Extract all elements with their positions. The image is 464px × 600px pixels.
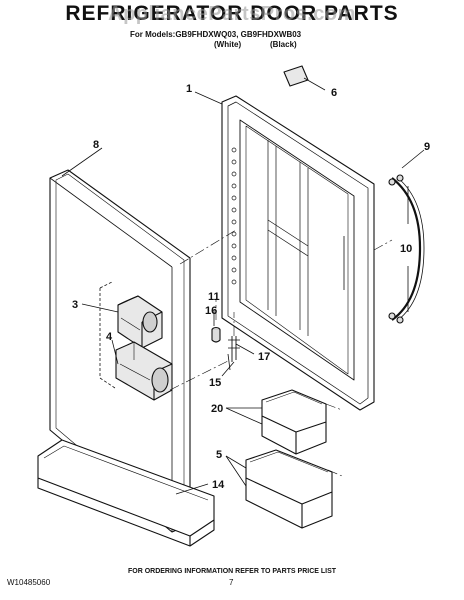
label-sticker <box>283 65 309 87</box>
callout-9: 9 <box>424 141 430 153</box>
callout-5: 5 <box>216 449 222 461</box>
callout-1: 1 <box>186 83 192 95</box>
models-line: For Models:GB9FHDXWQ03, GB9FHDXWB03 <box>130 30 302 39</box>
variant-black: (Black) <box>270 40 297 49</box>
door-handle <box>388 174 425 324</box>
callout-4: 4 <box>106 331 113 343</box>
ordering-info: FOR ORDERING INFORMATION REFER TO PARTS … <box>127 568 337 575</box>
door-liner <box>221 95 375 411</box>
callout-16: 16 <box>205 305 217 317</box>
document-number: W10485060 <box>7 578 51 587</box>
callout-8: 8 <box>93 139 99 151</box>
watermark: AppliancePartsPros.com <box>108 3 356 25</box>
door-bin-small <box>261 389 327 455</box>
door-bin-large <box>245 449 333 529</box>
callout-3: 3 <box>72 299 78 311</box>
bottom-bin <box>37 439 215 547</box>
callout-14: 14 <box>212 479 225 491</box>
callout-17: 17 <box>258 351 270 363</box>
dispenser-lower <box>115 341 173 401</box>
callout-6: 6 <box>331 87 337 99</box>
page-title: REFRIGERATOR DOOR PARTS <box>65 2 399 25</box>
variant-white: (White) <box>214 40 242 49</box>
dispenser-upper <box>117 295 163 349</box>
callout-10: 10 <box>400 243 412 255</box>
callout-15: 15 <box>209 377 221 389</box>
hinge-bushings <box>211 326 240 362</box>
callout-11: 11 <box>208 291 220 303</box>
page-number: 7 <box>229 578 234 587</box>
callout-20: 20 <box>211 403 223 415</box>
